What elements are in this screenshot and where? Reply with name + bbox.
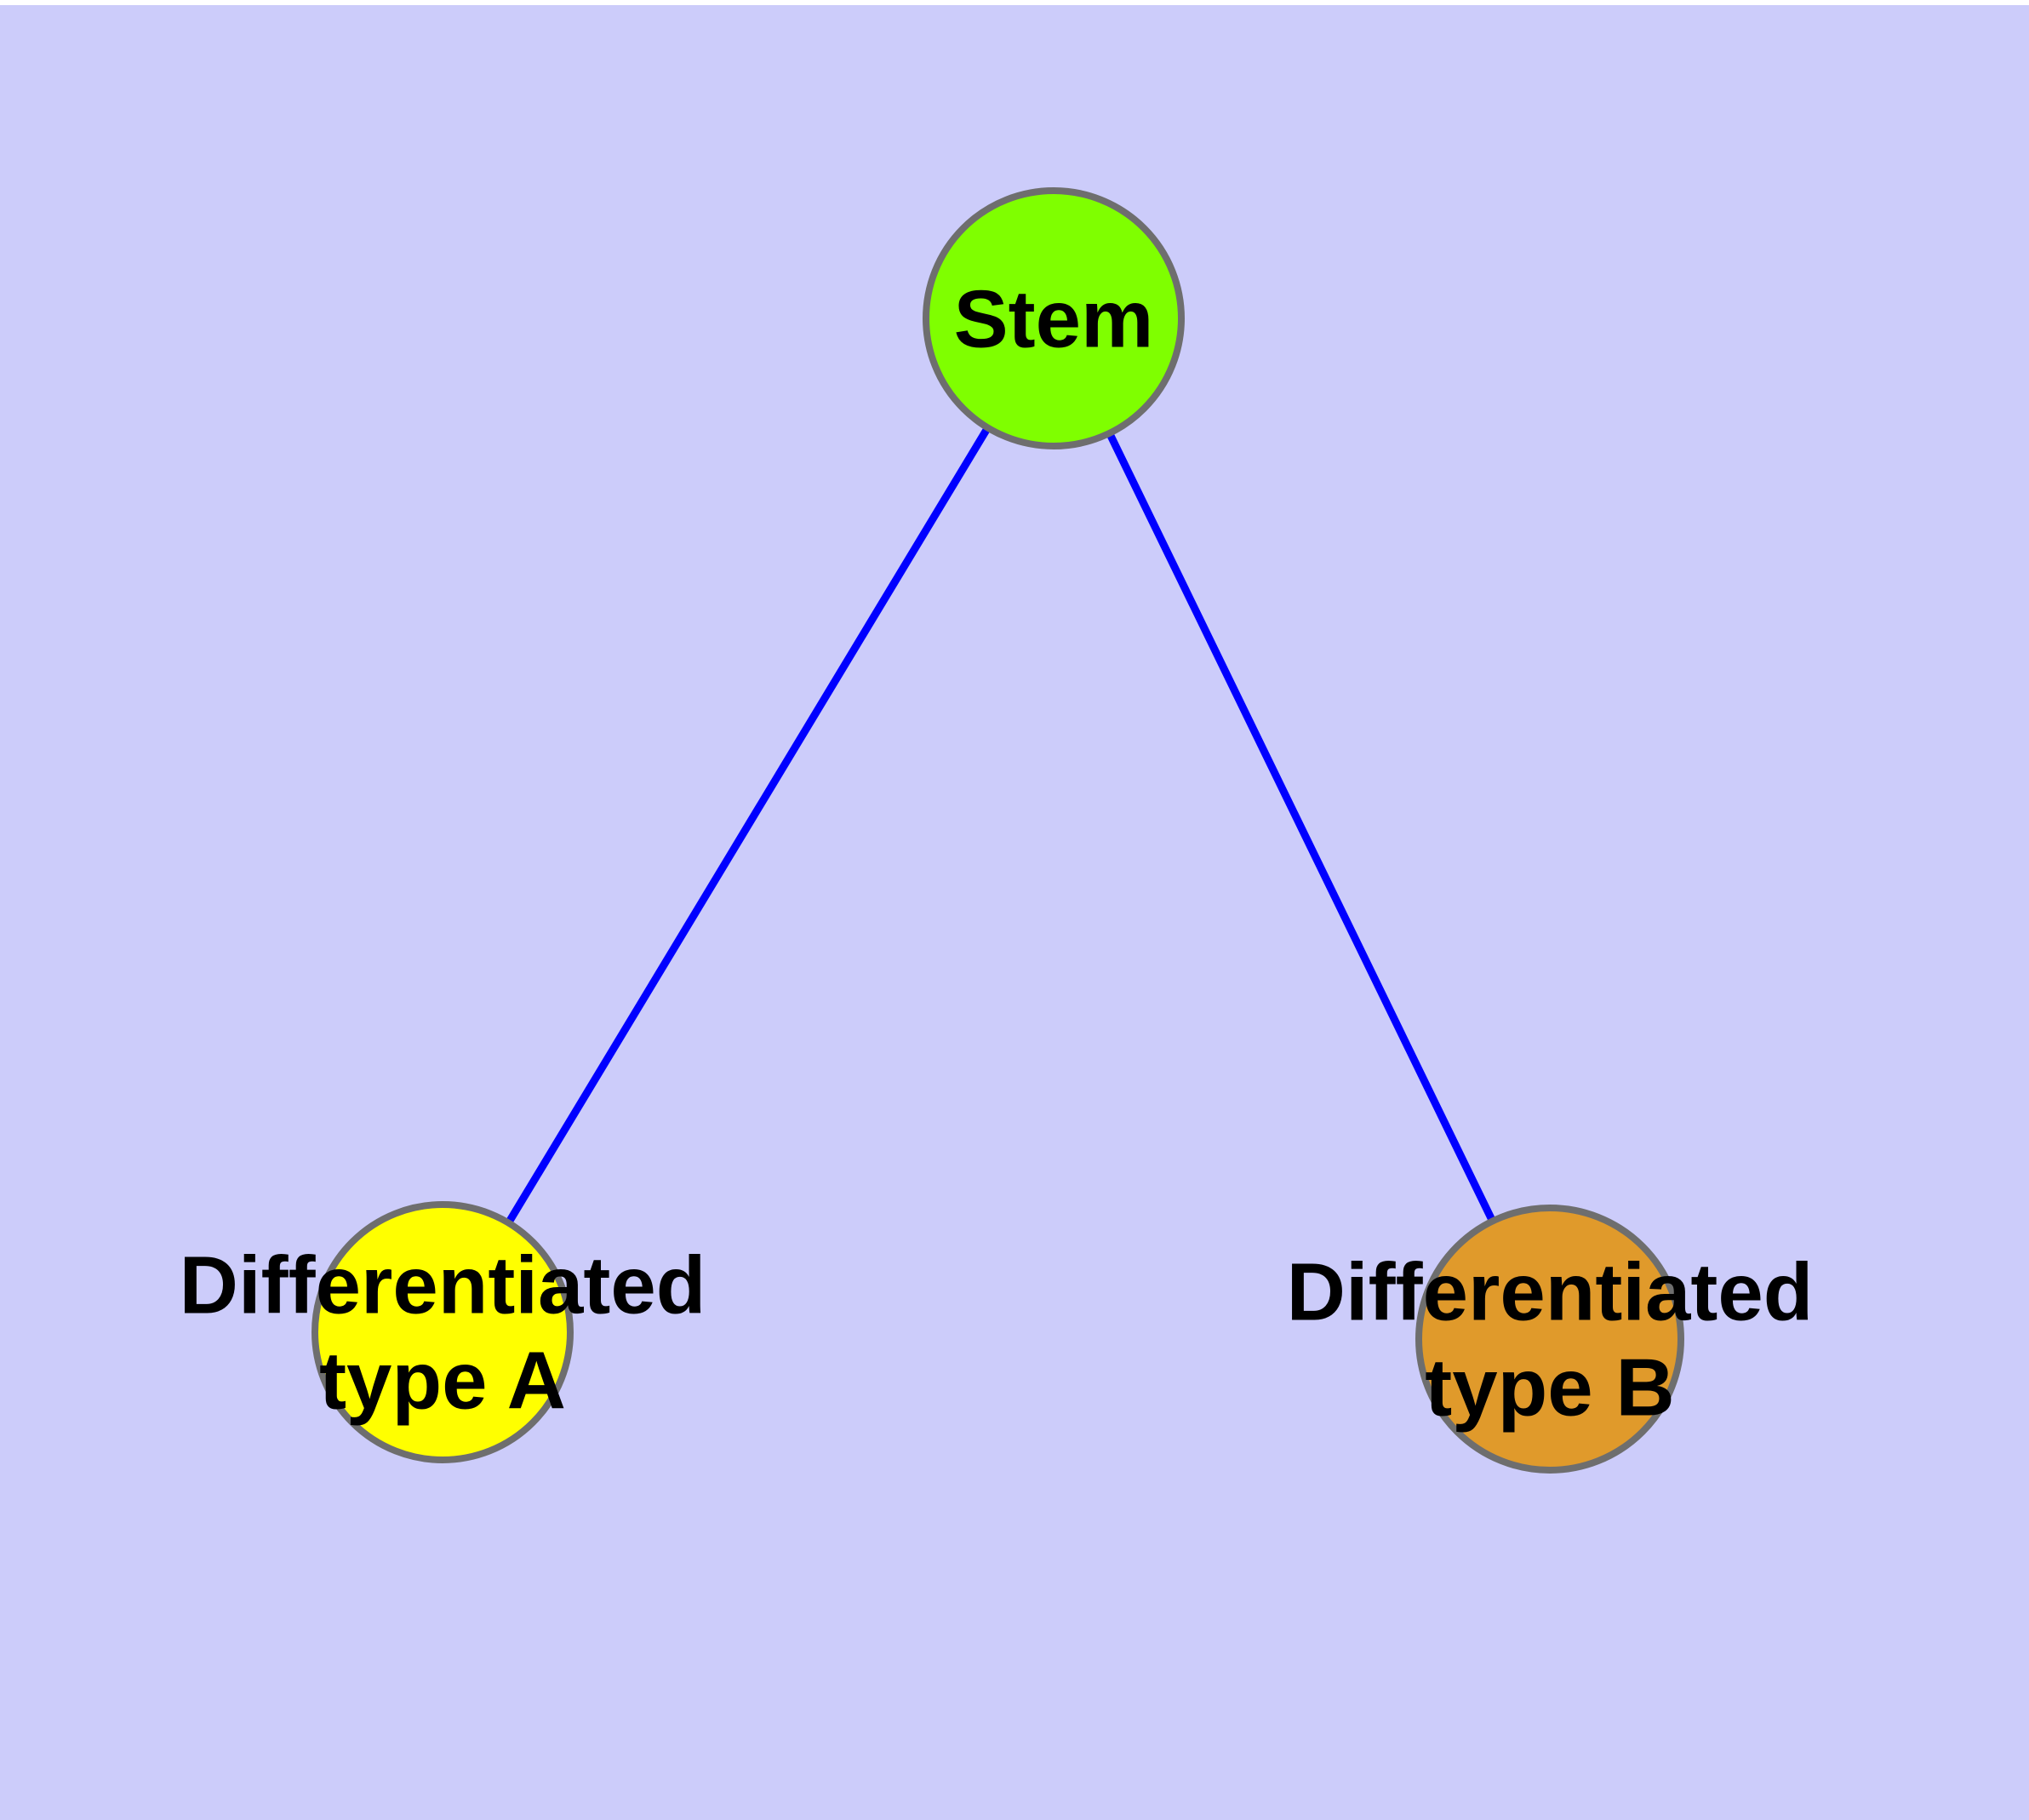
graph-node-diff_a[interactable] (311, 1201, 574, 1463)
graph-node-diff_b[interactable] (1415, 1205, 1684, 1474)
label-line: Differentiated (180, 1240, 706, 1331)
graph-node-label-stem: Stem (954, 274, 1154, 365)
label-line: type A (319, 1336, 566, 1427)
node-layer (311, 187, 1684, 1474)
graph-edge-stem-to-diff_a (506, 426, 991, 1224)
edge-layer (506, 426, 1495, 1224)
label-line: Differentiated (1287, 1247, 1814, 1338)
label-line: type B (1425, 1342, 1674, 1434)
graph-node-stem[interactable] (923, 187, 1185, 449)
graph-edge-stem-to-diff_b (1106, 432, 1495, 1222)
label-line: Stem (954, 274, 1154, 365)
